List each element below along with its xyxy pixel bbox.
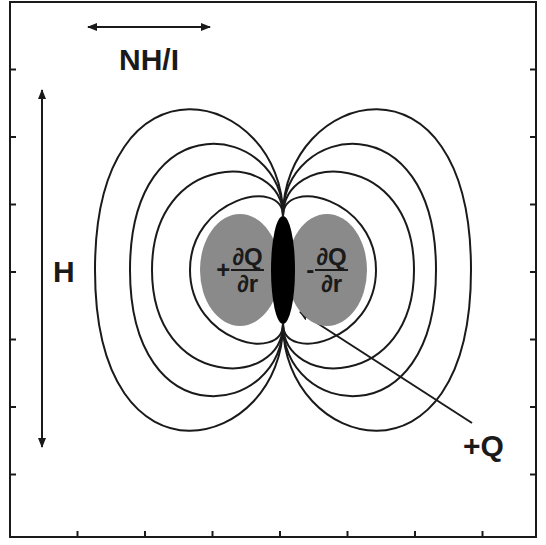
field-line [283, 109, 471, 430]
fraction-numerator: ∂Q [315, 244, 348, 271]
field-lines [95, 109, 471, 430]
tick-mark [10, 474, 16, 476]
tick-mark [77, 531, 79, 537]
region-fill [200, 214, 280, 326]
gradient-region: +∂Q∂r [200, 214, 280, 326]
tick-mark [10, 271, 16, 273]
field-line [283, 144, 436, 396]
tick-mark [10, 69, 16, 71]
tick-mark [530, 406, 536, 408]
tick-mark [530, 339, 536, 341]
field-line [190, 196, 283, 343]
leader-line [300, 312, 472, 423]
tick-mark [530, 271, 536, 273]
tick-marks [10, 70, 536, 538]
dimension-label: NH/I [119, 43, 179, 77]
fraction-numerator: ∂Q [231, 244, 264, 271]
fraction-denominator: ∂r [321, 271, 342, 296]
region-label: -∂Q∂r [287, 214, 367, 326]
tick-mark [414, 531, 416, 537]
tick-mark [530, 204, 536, 206]
tick-mark [10, 406, 16, 408]
fraction-denominator: ∂r [237, 271, 258, 296]
tick-mark [144, 531, 146, 537]
tick-mark [10, 204, 16, 206]
field-line [95, 109, 283, 430]
charge-label: +Q [463, 429, 504, 463]
gradient-region: -∂Q∂r [287, 214, 367, 326]
region-fill [287, 214, 367, 326]
tick-mark [530, 136, 536, 138]
tick-mark [10, 339, 16, 341]
tick-mark [530, 474, 536, 476]
field-line [283, 172, 414, 368]
tick-mark [347, 531, 349, 537]
tick-mark [10, 136, 16, 138]
field-line [130, 144, 283, 396]
region-label: +∂Q∂r [200, 214, 280, 326]
fraction: ∂Q∂r [231, 244, 264, 296]
plot-frame [10, 2, 536, 537]
sign-symbol: + [216, 256, 230, 284]
tick-mark [482, 531, 484, 537]
field-line [283, 196, 376, 343]
tick-mark [279, 531, 281, 537]
field-line [152, 172, 283, 368]
tick-mark [530, 69, 536, 71]
dimension-label: H [53, 255, 75, 289]
tick-mark [212, 531, 214, 537]
width-arrow [88, 26, 210, 28]
height-arrow [41, 90, 43, 447]
fraction: ∂Q∂r [315, 244, 348, 296]
sign-symbol: - [306, 256, 314, 284]
